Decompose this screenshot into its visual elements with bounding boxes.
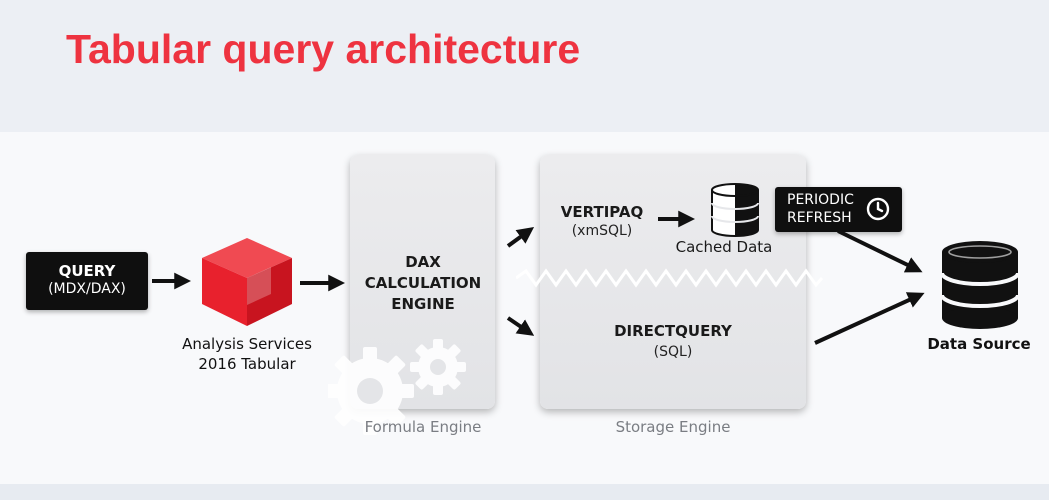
vertipaq-label: VERTIPAQ [560, 203, 644, 221]
analysis-services-label: Analysis Services 2016 Tabular [182, 335, 312, 373]
slide-title: Tabular query architecture [66, 26, 581, 72]
gears-icon [328, 339, 466, 435]
clock-icon [866, 197, 890, 221]
formula-engine-caption: Formula Engine [364, 418, 482, 436]
header-band [0, 0, 1049, 132]
diagram-area [0, 132, 1049, 484]
query-box: QUERY (MDX/DAX) [26, 252, 148, 310]
cached-data-database-icon [711, 183, 759, 237]
query-label: QUERY [58, 262, 116, 280]
dax-engine-label: DAX CALCULATION ENGINE [364, 253, 482, 313]
cached-data-label: Cached Data [675, 238, 773, 256]
footer-band [0, 484, 1049, 500]
periodic-refresh-box: PERIODIC REFRESH [775, 187, 902, 232]
directquery-sub: (SQL) [653, 344, 693, 360]
zigzag-divider [516, 268, 824, 288]
data-source-label: Data Source [927, 335, 1031, 353]
query-sub: (MDX/DAX) [48, 281, 126, 297]
directquery-label: DIRECTQUERY [614, 322, 732, 340]
storage-engine-caption: Storage Engine [615, 418, 731, 436]
data-source-database-icon [940, 241, 1020, 329]
vertipaq-sub: (xmSQL) [571, 223, 633, 239]
periodic-refresh-label: PERIODIC REFRESH [787, 192, 854, 226]
analysis-services-cube-icon [202, 238, 292, 326]
